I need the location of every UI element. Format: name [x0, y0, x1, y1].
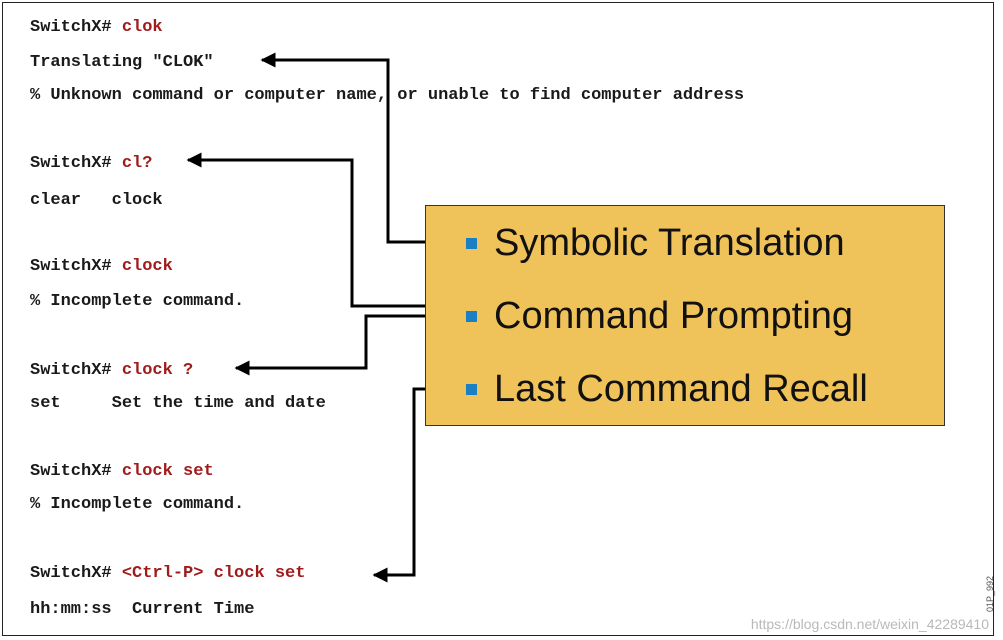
- cli-line-10: SwitchX# clock set: [30, 462, 214, 481]
- feature-last-command-recall: Last Command Recall: [466, 367, 868, 411]
- features-panel: Symbolic Translation Command Prompting L…: [425, 205, 945, 426]
- cli-line-6: SwitchX# clock: [30, 257, 173, 276]
- cli-line-2: Translating "CLOK": [30, 53, 214, 72]
- arrow-command-prompting-help: [186, 152, 460, 308]
- watermark-url: https://blog.csdn.net/weixin_42289410: [750, 616, 989, 632]
- square-bullet-icon: [466, 310, 477, 322]
- arrow-command-prompting-option: [234, 314, 460, 376]
- cli-line-5: clear clock: [30, 191, 163, 210]
- feature-command-prompting: Command Prompting: [466, 294, 853, 338]
- cli-line-12: SwitchX# <Ctrl-P> clock set: [30, 564, 306, 583]
- square-bullet-icon: [466, 383, 477, 395]
- cli-line-3: % Unknown command or computer name, or u…: [30, 86, 745, 105]
- feature-symbolic-translation: Symbolic Translation: [466, 221, 845, 265]
- arrow-symbolic-translation: [260, 52, 460, 244]
- cli-line-7: % Incomplete command.: [30, 292, 245, 311]
- cli-line-13: hh:mm:ss Current Time: [30, 600, 255, 619]
- cli-line-4: SwitchX# cl?: [30, 154, 153, 173]
- square-bullet-icon: [466, 237, 477, 249]
- figure-code: 01P_992: [985, 575, 995, 612]
- cli-line-11: % Incomplete command.: [30, 495, 245, 514]
- cli-line-9: set Set the time and date: [30, 394, 326, 413]
- cli-line-8: SwitchX# clock ?: [30, 361, 194, 380]
- cli-line-1: SwitchX# clok: [30, 18, 163, 37]
